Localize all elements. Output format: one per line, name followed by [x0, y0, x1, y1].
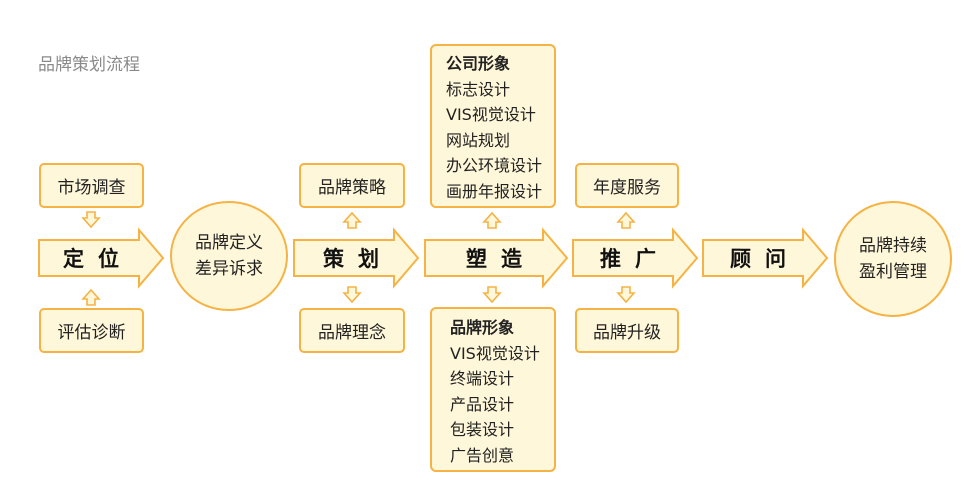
stage-label: 塑造 [466, 247, 536, 271]
down-arrow-icon [342, 286, 362, 304]
brand-philosophy-box: 品牌理念 [299, 308, 405, 353]
brand-upgrade-label: 品牌升级 [593, 323, 661, 343]
annual-service-box: 年度服务 [575, 163, 679, 208]
arrow-shape-icon [424, 227, 569, 289]
arrow-shape-icon [702, 227, 829, 289]
down-arrow-icon [81, 211, 101, 229]
company-image-panel: 公司形象 标志设计 VIS视觉设计 网站规划 办公环境设计 画册年报设计 [430, 44, 556, 208]
up-arrow-icon [81, 288, 101, 306]
brand-philosophy-label: 品牌理念 [318, 323, 386, 343]
page-title: 品牌策划流程 [38, 55, 140, 75]
stage-arrow-consulting: 顾问 [702, 227, 829, 289]
evaluation-box: 评估诊断 [39, 308, 144, 353]
list-item: 画册年报设计 [446, 181, 543, 201]
company-image-header: 公司形象 [446, 54, 511, 73]
list-item: VIS视觉设计 [446, 105, 536, 124]
market-research-label: 市场调查 [57, 178, 126, 198]
definition-circle: 品牌定义 差异诉求 [170, 201, 288, 311]
down-arrow-icon [616, 286, 636, 304]
list-item: 终端设计 [450, 369, 515, 388]
brand-strategy-label: 品牌策略 [318, 178, 386, 198]
list-item: 办公环境设计 [446, 156, 543, 175]
sustainable-management-circle: 品牌持续 盈利管理 [834, 201, 952, 317]
list-item: 广告创意 [450, 445, 515, 465]
stage-label: 顾问 [730, 247, 800, 271]
evaluation-label: 评估诊断 [57, 323, 126, 343]
stage-arrow-shaping: 塑造 [424, 227, 569, 289]
list-item: 产品设计 [450, 394, 515, 414]
brand-image-panel: 品牌形象 VIS视觉设计 终端设计 产品设计 包装设计 广告创意 [430, 307, 556, 472]
arrow-shape-icon [38, 227, 165, 289]
stage-label: 定位 [63, 247, 133, 271]
circle-line-1: 品牌持续 [859, 236, 927, 256]
up-arrow-icon [616, 211, 636, 229]
stage-arrow-planning: 策划 [293, 227, 420, 289]
list-item: 网站规划 [446, 130, 511, 150]
circle-line-1: 品牌定义 [195, 233, 263, 253]
circle-line-2: 盈利管理 [859, 262, 927, 282]
market-research-box: 市场调查 [39, 163, 144, 208]
stage-arrow-positioning: 定位 [38, 227, 165, 289]
list-item: 标志设计 [446, 79, 511, 99]
down-arrow-icon [482, 286, 502, 304]
list-item: 包装设计 [450, 420, 515, 439]
circle-line-2: 差异诉求 [195, 259, 263, 279]
stage-arrow-promotion: 推广 [572, 227, 699, 289]
up-arrow-icon [342, 211, 362, 229]
brand-upgrade-box: 品牌升级 [575, 308, 679, 353]
arrow-shape-icon [572, 227, 699, 289]
arrow-shape-icon [293, 227, 420, 289]
list-item: VIS视觉设计 [450, 343, 540, 363]
stage-label: 策划 [323, 247, 393, 271]
up-arrow-icon [482, 211, 502, 229]
brand-image-header: 品牌形象 [450, 318, 515, 337]
brand-strategy-box: 品牌策略 [299, 163, 405, 208]
annual-service-label: 年度服务 [593, 178, 661, 198]
stage-label: 推广 [600, 247, 670, 271]
